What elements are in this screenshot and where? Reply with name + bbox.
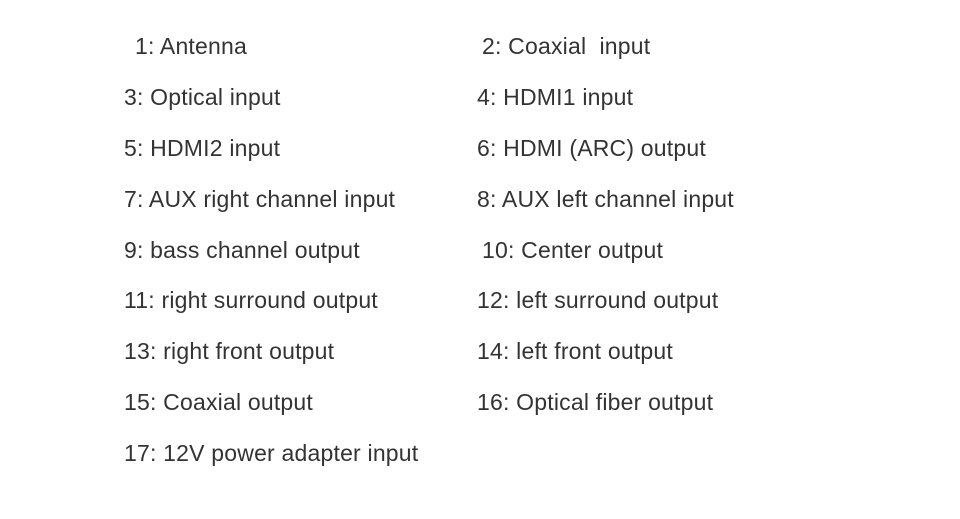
legend-item-12v-power-adapter-input: 17: 12V power adapter input [124,440,419,467]
legend-item-hdmi-arc-output: 6: HDMI (ARC) output [477,134,706,161]
legend-item-antenna: 1: Antenna [135,33,247,59]
legend-item-coaxial-input: 2: Coaxial input [482,33,651,59]
legend-item-hdmi2-input: 5: HDMI2 input [124,134,281,161]
legend-item-aux-right-channel-input: 7: AUX right channel input [124,185,396,212]
legend-item-center-output: 10: Center output [482,236,664,263]
legend-item-optical-fiber-output: 16: Optical fiber output [477,389,714,416]
legend-item-right-surround-output: 11: right surround output [124,287,378,314]
port-legend: 1: Antenna 2: Coaxial input 3: Optical i… [124,21,734,479]
legend-item-hdmi1-input: 4: HDMI1 input [477,83,634,110]
legend-item-coaxial-output: 15: Coaxial output [124,389,314,416]
legend-item-left-surround-output: 12: left surround output [477,287,719,314]
legend-item-optical-input: 3: Optical input [124,83,281,110]
legend-item-right-front-output: 13: right front output [124,338,335,365]
legend-empty-cell [477,428,734,479]
legend-item-bass-channel-output: 9: bass channel output [124,236,360,263]
legend-item-aux-left-channel-input: 8: AUX left channel input [477,185,734,212]
legend-item-left-front-output: 14: left front output [477,338,673,365]
